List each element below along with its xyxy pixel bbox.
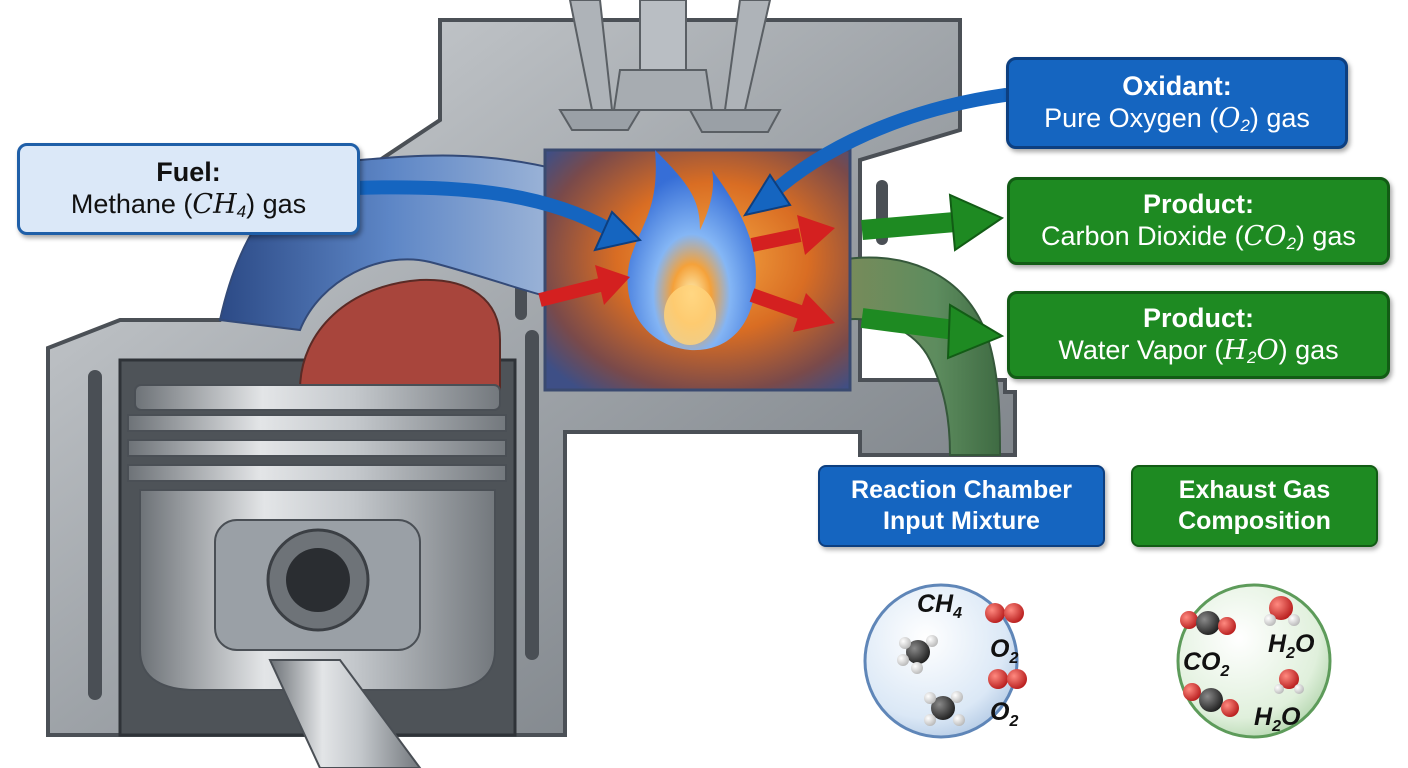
cooling-slot-mid [525,330,539,660]
product-co2-label-box: Product: Carbon Dioxide (CO2) gas [1007,177,1390,265]
methane-molecule-1 [897,635,938,674]
co2-molecule-2 [1183,683,1239,717]
spark-plug-stem [639,0,687,81]
exhaust-valve-head [688,109,782,133]
water-molecule-1 [1264,596,1300,626]
h2o-label-1: H2O [1268,630,1315,662]
oxidant-title: Oxidant: [1122,71,1232,101]
piston-ring-1 [127,414,507,432]
co2-label: CO2 [1183,648,1230,680]
product-h2o-text: Water Vapor (H2O) gas [1058,335,1339,367]
co2-molecule-1 [1180,611,1236,635]
red-arrow-in-shaft [538,278,602,307]
flame-core [664,285,716,345]
product-h2o-title: Product: [1143,303,1254,333]
input-mixture-circle: CH4 O2 O2 [863,583,1027,739]
h2o-label-2: H2O [1254,703,1301,735]
oxygen-molecule-1 [985,603,1024,623]
piston [127,384,507,768]
fuel-arrowhead [593,210,642,252]
input-mixture-caption: Reaction Chamber Input Mixture [818,465,1105,547]
fuel-text: Methane (CH4) gas [70,189,307,221]
intake-runner-interior [298,278,501,391]
water-molecule-2 [1274,669,1304,694]
green-arrows [860,193,1005,360]
valves [558,0,782,133]
connecting-rod [268,659,422,768]
oxidant-arrowhead [742,173,792,217]
exhaust-caption-line1: Exhaust Gas [1178,476,1331,504]
fuel-arrow [348,180,617,237]
oxidant-text: Pure Oxygen (O2) gas [1044,103,1310,135]
piston-ring-2 [127,439,507,457]
intake-valve-head [558,109,642,131]
product-co2-text: Carbon Dioxide (CO2) gas [1041,221,1356,253]
piston-ring-3 [127,464,507,482]
o2-label-1: O2 [990,635,1018,667]
red-arrows [538,215,835,332]
o2-label-2: O2 [990,698,1018,730]
red-arrow-out2-shaft [749,288,803,319]
oxidant-label-box: Oxidant: Pure Oxygen (O2) gas [1006,57,1348,149]
input-circle-bg [863,583,1019,739]
wrist-pin-hole [286,548,350,612]
red-arrow-out1-shaft [750,228,802,252]
red-arrow-in-head [595,265,630,305]
fuel-label-box: Fuel: Methane (CH4) gas [17,143,360,235]
input-caption-line2: Input Mixture [883,507,1040,535]
exhaust-port [839,256,1002,456]
green-arrow-h2o-head [946,303,1005,360]
green-arrow-co2-shaft [861,212,956,240]
cooling-slot-left [88,370,102,700]
red-arrow-out1-head [797,215,835,255]
green-arrow-h2o-shaft [860,308,957,340]
oxygen-molecule-2 [988,669,1027,689]
exhaust-caption-line2: Composition [1178,507,1331,535]
oxidant-arrow [763,88,1012,202]
green-arrow-co2-head [948,193,1005,252]
exhaust-mixture-circle: CO2 H2O H2O [1176,583,1332,739]
exhaust-composition-caption: Exhaust Gas Composition [1131,465,1378,547]
fuel-title: Fuel: [156,157,221,187]
methane-molecule-2 [924,691,965,726]
red-arrow-out2-head [793,293,835,332]
input-caption-line1: Reaction Chamber [851,476,1072,504]
piston-crown [134,384,501,411]
ch4-label: CH4 [917,590,962,622]
product-co2-title: Product: [1143,189,1254,219]
spark-plug [612,69,714,111]
flame [627,150,756,351]
product-h2o-label-box: Product: Water Vapor (H2O) gas [1007,291,1390,379]
